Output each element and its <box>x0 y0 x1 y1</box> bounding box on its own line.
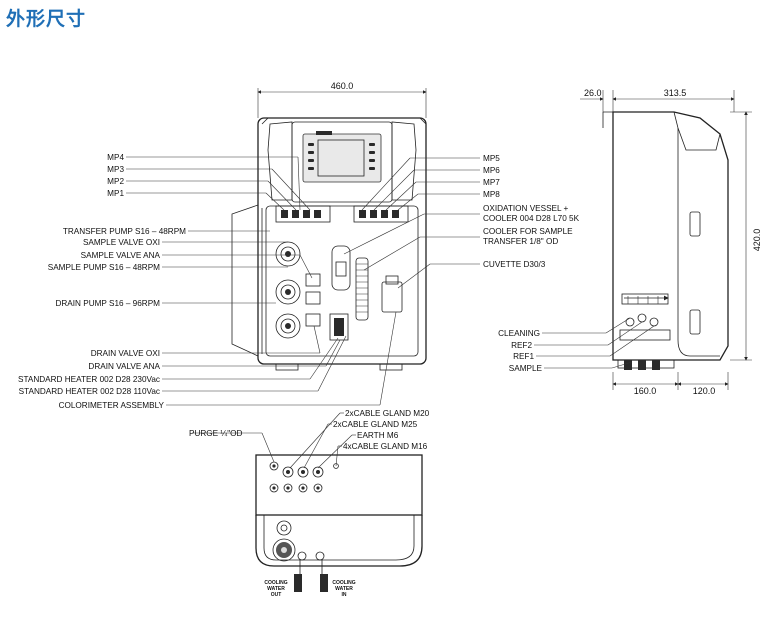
label-colorimeter: COLORIMETER ASSEMBLY <box>59 401 165 410</box>
label-sample-pump: SAMPLE PUMP S16 – 48RPM <box>48 263 160 272</box>
label-heater-110: STANDARD HEATER 002 D28 110Vac <box>19 387 160 396</box>
side-offset-dimension: 26.0 <box>584 88 602 98</box>
label-cooler-004: COOLER 004 D28 L70 5K <box>483 214 580 223</box>
label-mp5: MP5 <box>483 154 500 163</box>
label-cooler-sample: COOLER FOR SAMPLE <box>483 227 573 236</box>
label-cooling-out-3: OUT <box>271 592 282 598</box>
display-screen <box>302 133 382 183</box>
pump-middle <box>275 279 301 305</box>
label-cooling-out-2: WATER <box>267 586 285 592</box>
label-mp7: MP7 <box>483 178 500 187</box>
label-drain-valve-oxi: DRAIN VALVE OXI <box>91 349 160 358</box>
label-cleaning: CLEANING <box>498 329 540 338</box>
label-gland-m25: 2xCABLE GLAND M25 <box>333 420 418 429</box>
label-sample-valve-oxi: SAMPLE VALVE OXI <box>83 238 160 247</box>
base-right-dimension: 120.0 <box>693 386 716 396</box>
pump-top <box>275 241 301 267</box>
label-cooling-in-1: COOLING <box>332 580 355 586</box>
label-mp4: MP4 <box>107 153 124 162</box>
label-transfer-pump: TRANSFER PUMP S16 – 48RPM <box>63 227 186 236</box>
label-drain-pump: DRAIN PUMP S16 – 96RPM <box>55 299 160 308</box>
side-depth-dimension: 313.5 <box>664 88 687 98</box>
pump-bottom <box>275 313 301 339</box>
cable-glands <box>269 461 339 493</box>
label-cooling-in-2: WATER <box>335 586 353 592</box>
label-cuvette: CUVETTE D30/3 <box>483 260 546 269</box>
side-view: 26.0 313.5 420.0 160.0 120.0 <box>534 88 762 396</box>
leader-lines-right <box>343 157 480 289</box>
bottom-view <box>192 412 423 592</box>
side-height-dimension: 420.0 <box>752 229 762 252</box>
label-sample-valve-ana: SAMPLE VALVE ANA <box>81 251 161 260</box>
label-mp2: MP2 <box>107 177 124 186</box>
front-view: 460.0 <box>231 81 427 371</box>
label-cooling-in-3: IN <box>342 592 347 598</box>
front-width-dimension: 460.0 <box>331 81 354 91</box>
label-transfer-od: TRANSFER 1/8" OD <box>483 237 558 246</box>
label-gland-m16: 4xCABLE GLAND M16 <box>343 442 428 451</box>
label-drain-valve-ana: DRAIN VALVE ANA <box>88 362 160 371</box>
label-mp3: MP3 <box>107 165 124 174</box>
label-oxidation-vessel: OXIDATION VESSEL + <box>483 204 569 213</box>
base-left-dimension: 160.0 <box>634 386 657 396</box>
label-mp1: MP1 <box>107 189 124 198</box>
label-sample: SAMPLE <box>509 364 543 373</box>
label-earth-m6: EARTH M6 <box>357 431 399 440</box>
leader-lines-left <box>126 156 397 406</box>
label-gland-m20: 2xCABLE GLAND M20 <box>345 409 430 418</box>
label-mp8: MP8 <box>483 190 500 199</box>
label-mp6: MP6 <box>483 166 500 175</box>
label-cooling-out-1: COOLING <box>264 580 287 586</box>
label-ref1: REF1 <box>513 352 534 361</box>
label-ref2: REF2 <box>511 341 532 350</box>
label-purge: PURGE ¼"OD <box>189 429 242 438</box>
label-heater-230: STANDARD HEATER 002 D28 230Vac <box>18 375 160 384</box>
page-title: 外形尺寸 <box>6 8 87 30</box>
